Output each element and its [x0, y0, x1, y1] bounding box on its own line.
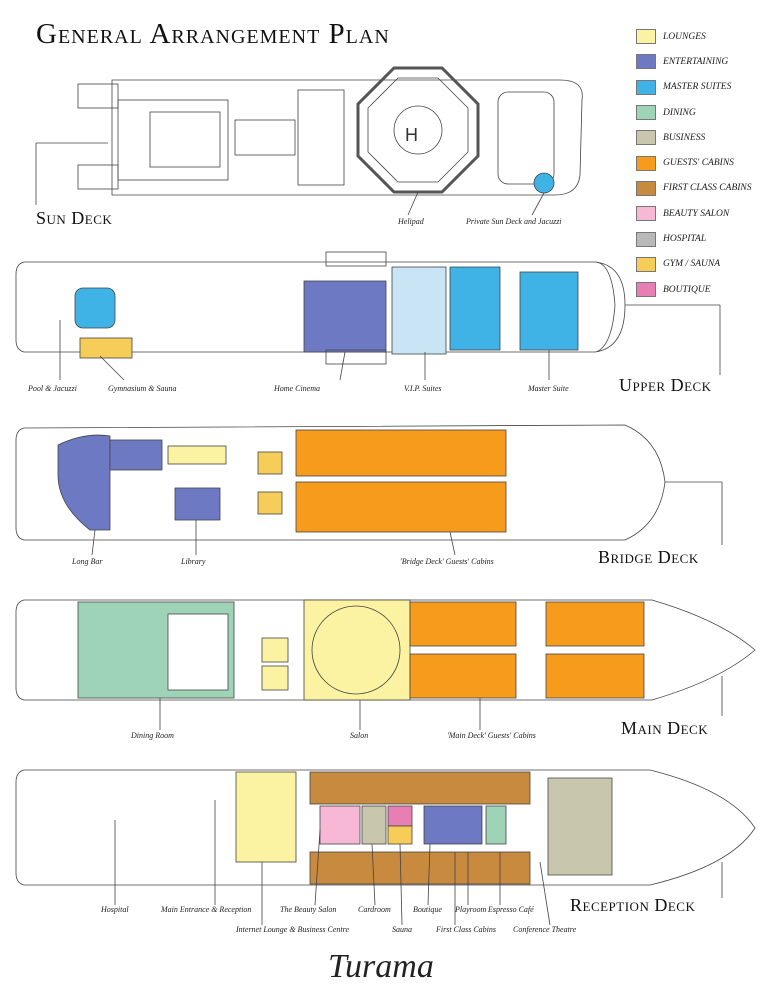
label-main-entrance: Main Entrance & Reception	[161, 905, 252, 914]
legend-swatch	[636, 29, 656, 45]
upper-deck-plan	[15, 251, 721, 381]
legend-swatch	[636, 256, 656, 272]
legend-label: GYM / SAUNA	[663, 259, 720, 270]
label-home-cinema: Home Cinema	[274, 384, 320, 393]
legend-label: ENTERTAINING	[663, 56, 729, 67]
legend-swatch	[636, 231, 656, 247]
legend-item-business: BUSINESS	[636, 125, 764, 150]
legend-item-first-class-cabins: FIRST CLASS CABINS	[636, 176, 764, 201]
legend-item-guests-cabins: GUESTS' CABINS	[636, 150, 764, 175]
legend-item-gym-sauna: GYM / SAUNA	[636, 252, 764, 277]
legend-item-hospital: HOSPITAL	[636, 226, 764, 251]
reception-deck-title: Reception Deck	[570, 895, 696, 915]
legend-swatch	[636, 130, 656, 146]
legend-label: DINING	[663, 107, 696, 118]
label-boutique: Boutique	[413, 905, 442, 914]
label-vip-suites: V.I.P. Suites	[404, 384, 442, 393]
bridge-deck-title: Bridge Deck	[598, 547, 699, 567]
label-dining-room: Dining Room	[131, 731, 174, 740]
legend-item-dining: DINING	[636, 100, 764, 125]
legend-label: MASTER SUITES	[663, 82, 732, 93]
legend-item-master-suites: MASTER SUITES	[636, 75, 764, 100]
legend-label: GUESTS' CABINS	[663, 158, 734, 169]
legend: LOUNGES ENTERTAINING MASTER SUITES DININ…	[636, 24, 764, 302]
legend-swatch	[636, 282, 656, 298]
label-conference-theatre: Conference Theatre	[513, 925, 577, 934]
label-long-bar: Long Bar	[72, 557, 103, 566]
upper-deck-title: Upper Deck	[619, 375, 712, 395]
legend-swatch	[636, 105, 656, 121]
label-playroom: Playroom	[455, 905, 487, 914]
label-library: Library	[181, 557, 206, 566]
bridge-deck-plan	[15, 424, 723, 556]
label-salon: Salon	[350, 731, 369, 740]
label-master-suite: Master Suite	[528, 384, 569, 393]
legend-swatch	[636, 54, 656, 70]
legend-label: BEAUTY SALON	[663, 208, 730, 219]
label-pool-jacuzzi: Pool & Jacuzzi	[28, 384, 77, 393]
legend-label: HOSPITAL	[663, 234, 707, 245]
legend-label: LOUNGES	[663, 31, 706, 42]
legend-swatch	[636, 206, 656, 222]
label-beauty-salon: The Beauty Salon	[280, 905, 337, 914]
label-sauna: Sauna	[392, 925, 412, 934]
label-hospital: Hospital	[101, 905, 129, 914]
sun-deck-plan	[35, 66, 583, 216]
label-gymnasium-sauna: Gymnasium & Sauna	[108, 384, 177, 393]
label-internet-lounge: Internet Lounge & Business Centre	[236, 925, 350, 934]
legend-item-entertaining: ENTERTAINING	[636, 49, 764, 74]
helipad-h-icon: H	[405, 125, 418, 145]
label-cardroom: Cardroom	[358, 905, 391, 914]
legend-swatch	[636, 79, 656, 95]
page-title: General Arrangement Plan	[36, 18, 390, 50]
legend-label: BUSINESS	[663, 132, 706, 143]
legend-item-lounges: LOUNGES	[636, 24, 764, 49]
turama-logo: Turama	[328, 948, 434, 985]
label-bridge-guests-cabins: 'Bridge Deck' Guests' Cabins	[400, 557, 494, 566]
label-private-sun-deck: Private Sun Deck and Jacuzzi	[466, 217, 562, 226]
legend-swatch	[636, 155, 656, 171]
sun-deck-title: Sun Deck	[36, 208, 113, 228]
label-main-guests-cabins: 'Main Deck' Guests' Cabins	[447, 731, 536, 740]
legend-swatch	[636, 180, 656, 196]
legend-item-beauty-salon: BEAUTY SALON	[636, 201, 764, 226]
legend-label: BOUTIQUE	[663, 284, 711, 295]
legend-label: FIRST CLASS CABINS	[663, 183, 752, 194]
legend-item-boutique: BOUTIQUE	[636, 277, 764, 302]
reception-deck-plan	[15, 769, 756, 926]
jacuzzi-icon	[533, 172, 555, 194]
label-first-class-cabins: First Class Cabins	[436, 925, 497, 934]
label-helipad: Helipad	[398, 217, 424, 226]
main-deck-title: Main Deck	[621, 718, 709, 738]
main-deck-plan	[15, 599, 756, 730]
label-espresso-cafe: Espresso Café	[488, 905, 534, 914]
